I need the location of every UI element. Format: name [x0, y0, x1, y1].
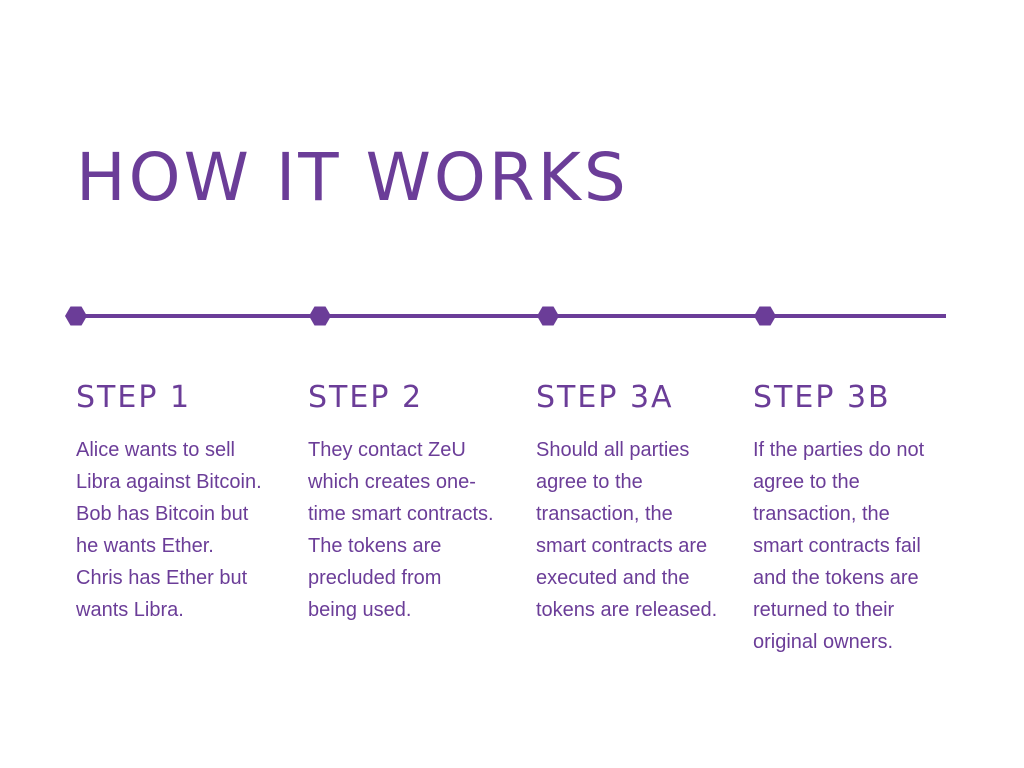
timeline-node-step-3b — [754, 306, 776, 326]
step-3a-description: Should all parties agree to the transact… — [536, 439, 718, 621]
step-3b: STEP 3B If the parties do not agree to t… — [753, 376, 939, 658]
step-3a: STEP 3A Should all parties agree to the … — [536, 376, 722, 626]
page-title: HOW IT WORKS — [76, 139, 629, 216]
step-2-title: STEP 2 — [308, 380, 424, 415]
step-1-title: STEP 1 — [76, 380, 192, 415]
step-1-description: Alice wants to sell Libra against Bitcoi… — [76, 439, 262, 621]
step-2: STEP 2 They contact ZeU which creates on… — [308, 376, 494, 626]
timeline-node-step-3a — [537, 306, 559, 326]
timeline-node-step-1 — [65, 306, 87, 326]
step-3b-description: If the parties do not agree to the trans… — [753, 439, 925, 653]
step-3b-title: STEP 3B — [753, 380, 891, 415]
step-2-description: They contact ZeU which creates one-time … — [308, 439, 494, 621]
timeline-node-step-2 — [309, 306, 331, 326]
step-3a-title: STEP 3A — [536, 380, 674, 415]
step-1: STEP 1 Alice wants to sell Libra against… — [76, 376, 262, 626]
